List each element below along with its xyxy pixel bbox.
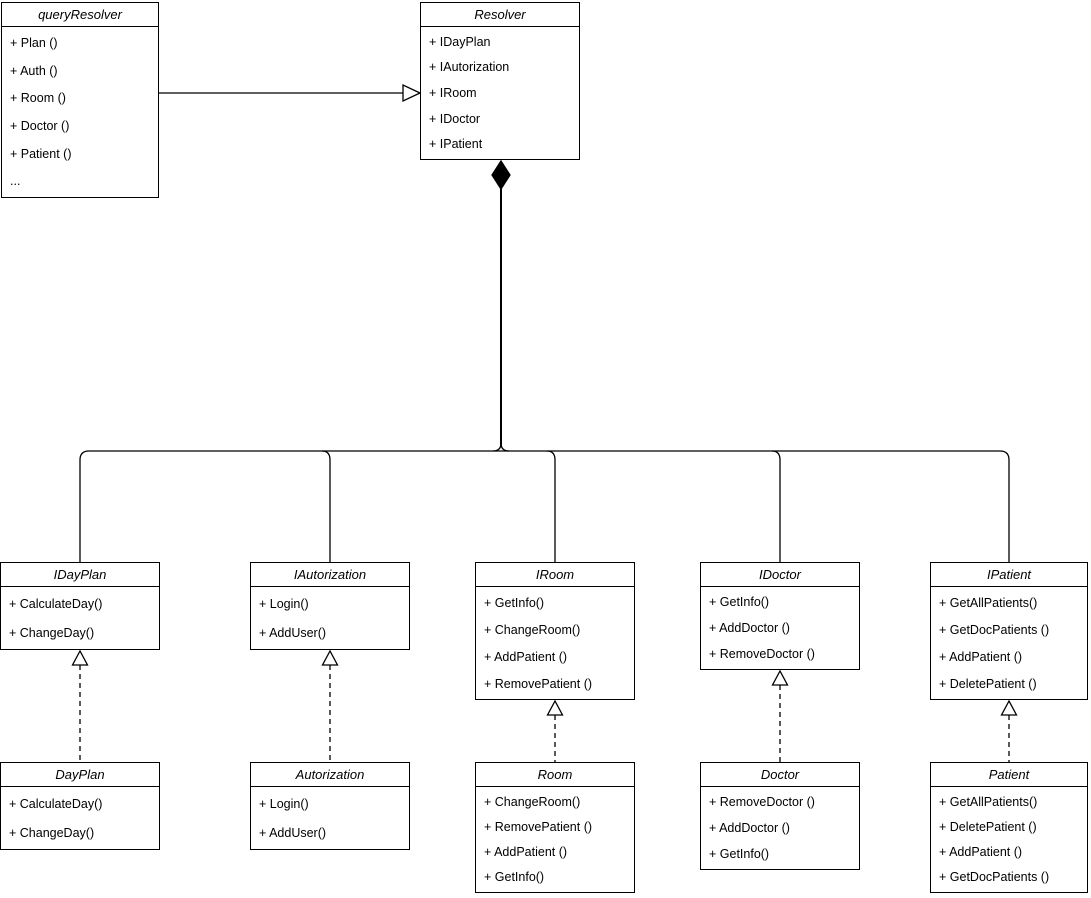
class-member: + IPatient <box>429 137 483 152</box>
class-title-dayplan: DayPlan <box>1 763 159 787</box>
class-title-iroom: IRoom <box>476 563 634 587</box>
class-member: + IDayPlan <box>429 34 491 49</box>
class-member: + RemoveDoctor () <box>709 795 815 809</box>
class-member: + IAutorization <box>429 60 510 75</box>
class-member: + GetInfo() <box>709 595 770 609</box>
class-member: + GetInfo() <box>709 847 770 861</box>
class-members-idayplan: + CalculateDay() + ChangeDay() <box>1 587 159 649</box>
class-member: + Plan () <box>10 35 58 50</box>
class-member: + GetInfo() <box>484 870 545 885</box>
class-member: + DeletePatient () <box>939 819 1037 834</box>
class-member: ... <box>10 174 21 189</box>
class-box-ipatient: IPatient + GetAllPatients() + GetDocPatien… <box>930 562 1088 700</box>
class-member: + CalculateDay() <box>9 596 103 611</box>
class-member: + ChangeDay() <box>9 825 95 840</box>
class-member: + AddDoctor () <box>709 621 790 635</box>
class-member: + ChangeRoom() <box>484 622 581 637</box>
class-member: + IRoom <box>429 85 477 100</box>
class-members-ipatient: + GetAllPatients() + GetDocPatients () + A… <box>931 587 1087 699</box>
class-member: + Auth () <box>10 63 58 78</box>
class-title-iautorization: IAutorization <box>251 563 409 587</box>
class-member: + RemovePatient () <box>484 676 593 691</box>
class-box-doctor: Doctor + RemoveDoctor () + AddDoctor () + G… <box>700 762 860 870</box>
generalization-arrowhead-icon <box>402 83 422 103</box>
class-box-room: Room + ChangeRoom() + RemovePatient () + Ad… <box>475 762 635 893</box>
class-member: + Patient () <box>10 146 72 161</box>
class-member: + GetAllPatients() <box>939 595 1038 610</box>
class-members-doctor: + RemoveDoctor () + AddDoctor () + GetInfo… <box>701 787 859 869</box>
class-member: + GetDocPatients () <box>939 622 1050 637</box>
class-box-iroom: IRoom + GetInfo() + ChangeRoom() + AddPatie… <box>475 562 635 700</box>
class-members-resolver: + IDayPlan + IAutorization + IRoom + IDocto… <box>421 27 579 159</box>
class-member: + Doctor () <box>10 118 70 133</box>
class-title-autorization: Autorization <box>251 763 409 787</box>
class-title-idoctor: IDoctor <box>701 563 859 587</box>
composition-trunk-flare <box>492 442 510 452</box>
class-box-idayplan: IDayPlan + CalculateDay() + ChangeDay() <box>0 562 160 650</box>
class-member: + Room () <box>10 91 66 106</box>
class-member: + AddDoctor () <box>709 821 790 835</box>
class-title-resolver: Resolver <box>421 3 579 27</box>
class-member: + AddPatient () <box>939 845 1023 860</box>
class-member: + CalculateDay() <box>9 796 103 811</box>
class-members-dayplan: + CalculateDay() + ChangeDay() <box>1 787 159 849</box>
realization-arrowhead-idayplan-icon <box>71 649 89 666</box>
class-member: + AddPatient () <box>484 649 568 664</box>
class-member: + Login() <box>259 796 309 811</box>
branch-iroom <box>546 450 556 562</box>
class-member: + ChangeRoom() <box>484 794 581 809</box>
class-member: + AddPatient () <box>484 845 568 860</box>
class-member: + IDoctor <box>429 111 481 126</box>
branch-iautorization <box>321 450 331 562</box>
class-members-idoctor: + GetInfo() + AddDoctor () + RemoveDoctor … <box>701 587 859 669</box>
class-member: + AddUser() <box>259 625 327 640</box>
class-box-resolver: Resolver + IDayPlan + IAutorization + IRoom… <box>420 2 580 160</box>
class-title-room: Room <box>476 763 634 787</box>
class-title-doctor: Doctor <box>701 763 859 787</box>
class-member: + AddPatient () <box>939 649 1023 664</box>
class-title-patient: Patient <box>931 763 1087 787</box>
class-members-room: + ChangeRoom() + RemovePatient () + AddPat… <box>476 787 634 892</box>
class-box-patient: Patient + GetAllPatients() + DeletePatient… <box>930 762 1088 893</box>
class-member: + GetAllPatients() <box>939 794 1038 809</box>
composition-rail <box>79 450 1010 562</box>
realization-arrowhead-iroom-icon <box>546 699 564 716</box>
class-member: + ChangeDay() <box>9 625 95 640</box>
class-members-iroom: + GetInfo() + ChangeRoom() + AddPatient ()… <box>476 587 634 699</box>
class-box-autorization: Autorization + Login() + AddUser() <box>250 762 410 850</box>
realization-arrowhead-iautorization-icon <box>321 649 339 666</box>
class-member: + RemoveDoctor () <box>709 647 815 661</box>
class-box-iautorization: IAutorization + Login() + AddUser() <box>250 562 410 650</box>
realization-arrowhead-ipatient-icon <box>1000 699 1018 716</box>
class-member: + Login() <box>259 596 309 611</box>
class-member: + AddUser() <box>259 825 327 840</box>
class-box-idoctor: IDoctor + GetInfo() + AddDoctor () + Remove… <box>700 562 860 670</box>
composition-diamond-icon <box>491 159 511 191</box>
class-box-dayplan: DayPlan + CalculateDay() + ChangeDay() <box>0 762 160 850</box>
class-members-queryresolver: + Plan () + Auth () + Room () + Doctor () + … <box>2 27 158 197</box>
class-box-queryresolver: queryResolver + Plan () + Auth () + Room ()… <box>1 2 159 198</box>
class-member: + RemovePatient () <box>484 819 593 834</box>
class-member: + DeletePatient () <box>939 676 1037 691</box>
class-title-idayplan: IDayPlan <box>1 563 159 587</box>
realization-arrowhead-idoctor-icon <box>771 669 789 686</box>
class-members-iautorization: + Login() + AddUser() <box>251 587 409 649</box>
class-title-queryresolver: queryResolver <box>2 3 158 27</box>
class-member: + GetDocPatients () <box>939 870 1050 885</box>
class-member: + GetInfo() <box>484 595 545 610</box>
branch-idoctor <box>771 450 781 562</box>
class-members-patient: + GetAllPatients() + DeletePatient () + Ad… <box>931 787 1087 892</box>
class-title-ipatient: IPatient <box>931 563 1087 587</box>
class-members-autorization: + Login() + AddUser() <box>251 787 409 849</box>
